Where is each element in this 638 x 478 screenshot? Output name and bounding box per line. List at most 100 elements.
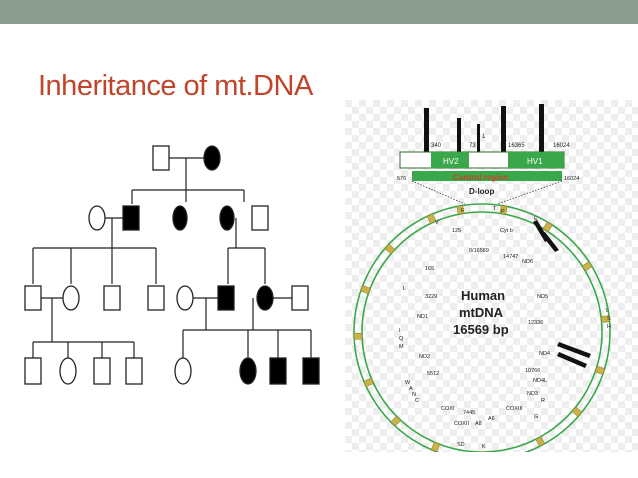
- pedigree-male-unaffected: [291, 285, 309, 311]
- position-label: 1: [482, 134, 486, 140]
- trna-label: W: [405, 380, 411, 386]
- dloop-label: D-loop: [469, 187, 494, 196]
- pedigree-female-affected: [239, 357, 257, 385]
- trna-tick: [456, 205, 465, 215]
- trna-label: V: [435, 220, 439, 226]
- pedigree-male-affected: [302, 357, 320, 385]
- trna-tick: [363, 377, 374, 388]
- hv2-label: HV2: [443, 157, 459, 166]
- center-label-human: Human: [461, 288, 505, 303]
- pedigree-female-affected: [256, 285, 274, 311]
- trna-label: Q: [399, 336, 404, 342]
- gene-label: ND4L: [533, 378, 547, 384]
- trna-label: F: [461, 208, 465, 214]
- trna-label: A: [409, 386, 413, 392]
- pedigree-female-unaffected: [174, 357, 192, 385]
- pedigree-male-unaffected: [125, 357, 143, 385]
- gene-label: ND3: [527, 391, 538, 397]
- trna-label: T: [493, 206, 497, 212]
- pedigree-chart: [24, 145, 320, 385]
- control-region-label: Control region: [453, 173, 508, 182]
- pedigree-female-affected: [219, 205, 235, 231]
- pedigree-female-unaffected: [59, 357, 77, 385]
- gene-label: ND6: [522, 259, 533, 265]
- trna-label: M: [399, 344, 404, 350]
- position-label: 16024: [553, 143, 570, 149]
- control-region-band: [412, 171, 562, 181]
- position-label: 16365: [508, 143, 525, 149]
- pedigree-male-affected: [269, 357, 287, 385]
- position-label: 10766: [525, 368, 540, 374]
- trna-tick: [535, 436, 546, 447]
- gene-label: ND4: [539, 351, 550, 357]
- position-label: 73: [469, 143, 476, 149]
- center-label-size: 16569 bp: [453, 322, 509, 337]
- trna-tick: [499, 205, 508, 215]
- trna-tick: [390, 415, 402, 427]
- position-label: 576: [397, 176, 406, 182]
- mutation-markers: [424, 104, 544, 152]
- trna-tick-marks: [353, 205, 610, 452]
- trna-tick: [384, 243, 396, 255]
- trna-tick: [430, 441, 441, 452]
- genome-inner-ring: [361, 211, 603, 452]
- genome-outer-ring: [353, 203, 611, 452]
- trna-label: P: [501, 209, 505, 215]
- position-label: 16024: [564, 176, 579, 182]
- pedigree-male-unaffected: [24, 285, 42, 311]
- hv1-segment: [508, 152, 564, 168]
- pedigree-male-unaffected: [103, 285, 121, 311]
- pedigree-female-affected: [203, 145, 221, 171]
- trna-label: SD: [457, 442, 465, 448]
- position-label: 165: [425, 266, 434, 272]
- position-label: 0/16569: [469, 248, 489, 254]
- pedigree-female-unaffected: [88, 205, 106, 231]
- pedigree-female-unaffected: [62, 285, 80, 311]
- trna-tick: [571, 406, 583, 417]
- position-label: 14747: [503, 254, 518, 260]
- gene-label: Cyt b: [500, 228, 513, 234]
- position-label: 7445: [463, 410, 475, 416]
- pedigree-male-unaffected: [251, 205, 269, 231]
- pedigree-female-unaffected: [176, 285, 194, 311]
- trna-label: H: [607, 324, 611, 330]
- gene-label: A8: [475, 421, 482, 427]
- position-label: 125: [452, 228, 461, 234]
- trna-label: G: [534, 414, 538, 420]
- hv1-label: HV1: [527, 157, 543, 166]
- trna-label: C: [415, 398, 419, 404]
- trna-label: E: [534, 216, 538, 222]
- gene-label: ND1: [417, 314, 428, 320]
- pedigree-male-unaffected: [93, 357, 111, 385]
- gene-label: COXIII: [506, 406, 523, 412]
- pedigree-male-affected: [217, 285, 235, 311]
- pedigree-female-affected: [172, 205, 188, 231]
- pedigree-male-unaffected: [24, 357, 42, 385]
- center-label-mtdna: mtDNA: [459, 305, 504, 320]
- trna-label: K: [482, 444, 486, 450]
- top-accent-bar: [0, 0, 638, 24]
- gene-label: ND2: [419, 354, 430, 360]
- gene-label: COXI: [441, 406, 455, 412]
- trna-label: L: [606, 308, 609, 314]
- position-label: 340: [431, 143, 442, 149]
- trna-tick: [426, 213, 437, 224]
- position-label: 12336: [528, 320, 543, 326]
- zoom-lines: [411, 180, 563, 205]
- pedigree-male-affected: [122, 205, 140, 231]
- trna-tick: [542, 221, 553, 233]
- trna-tick: [594, 365, 605, 375]
- pedigree-male-unaffected: [147, 285, 165, 311]
- pedigree-lines: [32, 157, 312, 358]
- trna-label: N: [412, 392, 416, 398]
- gene-label: A6: [488, 416, 495, 422]
- position-label: 5512: [427, 371, 439, 377]
- trna-tick: [581, 261, 593, 272]
- gene-label: COXII: [454, 421, 469, 427]
- trna-label: L: [403, 286, 406, 292]
- mutation-markers-right: [533, 220, 591, 368]
- position-label: 3229: [425, 294, 437, 300]
- hv2-segment: [431, 152, 469, 168]
- gene-label: ND5: [537, 294, 548, 300]
- trna-label: R: [541, 398, 545, 404]
